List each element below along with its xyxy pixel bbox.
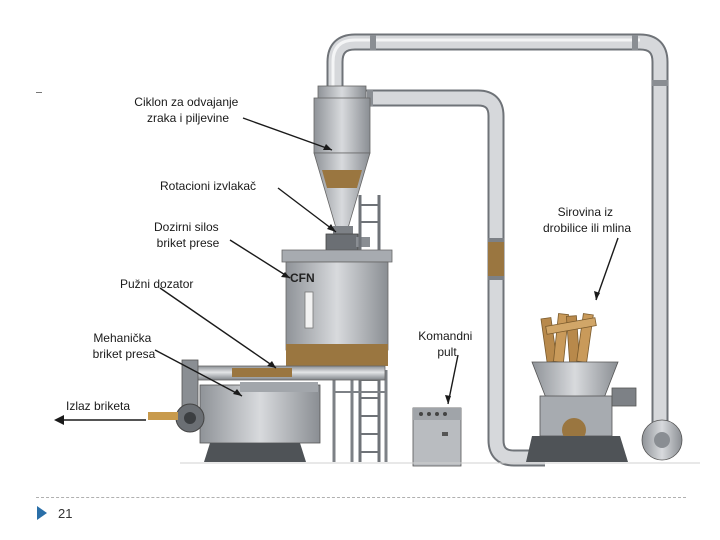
briquette-press (148, 382, 321, 462)
label-output-line1: Izlaz briketa (66, 399, 130, 413)
label-control-desk: Komandni pult (418, 329, 475, 359)
cyclone (313, 85, 371, 236)
label-control-line1: Komandni (418, 329, 472, 343)
label-dosing-silo: Dozirni silos briket prese (154, 220, 222, 250)
raw-material-unit (526, 313, 637, 462)
silo-brand-label: CFN (290, 271, 315, 285)
pointer-arrowheads (233, 144, 600, 404)
label-briquette-press: Mehanička briket presa (93, 331, 156, 361)
label-rotary-valve: Rotacioni izvlakač (160, 179, 256, 193)
corner-dash (36, 92, 42, 93)
screw-feeder (181, 359, 386, 409)
output-arrow (54, 415, 146, 425)
label-silo-line2: briket prese (157, 236, 220, 250)
wood-pieces (540, 313, 597, 363)
label-cyclone-line1: Ciklon za odvajanje (134, 95, 238, 109)
label-briquette-output: Izlaz briketa (66, 399, 130, 413)
label-press-line2: briket presa (93, 347, 156, 361)
dosing-silo: CFN (281, 249, 393, 366)
label-raw-material: Sirovina iz drobilice ili mlina (543, 205, 631, 235)
label-raw-line1: Sirovina iz (558, 205, 613, 219)
footer-divider (36, 497, 686, 498)
upper-pipe (326, 33, 669, 440)
support-frame (332, 370, 388, 462)
label-screw-feeder: Pužni dozator (120, 277, 193, 291)
label-silo-line1: Dozirni silos (154, 220, 219, 234)
fan-unit (641, 419, 683, 461)
label-cyclone-line2: zraka i piljevine (147, 111, 229, 125)
slide-bullet-icon (37, 506, 47, 520)
label-screw-line1: Pužni dozator (120, 277, 193, 291)
label-rotary-line1: Rotacioni izvlakač (160, 179, 256, 193)
rotary-valve (325, 233, 370, 251)
label-cyclone: Ciklon za odvajanje zraka i piljevine (134, 95, 241, 125)
control-desk (412, 407, 462, 467)
label-press-line1: Mehanička (93, 331, 151, 345)
label-raw-line2: drobilice ili mlina (543, 221, 631, 235)
page-number: 21 (58, 506, 73, 521)
lower-pipe (362, 89, 545, 467)
label-control-line2: pult (437, 345, 457, 359)
